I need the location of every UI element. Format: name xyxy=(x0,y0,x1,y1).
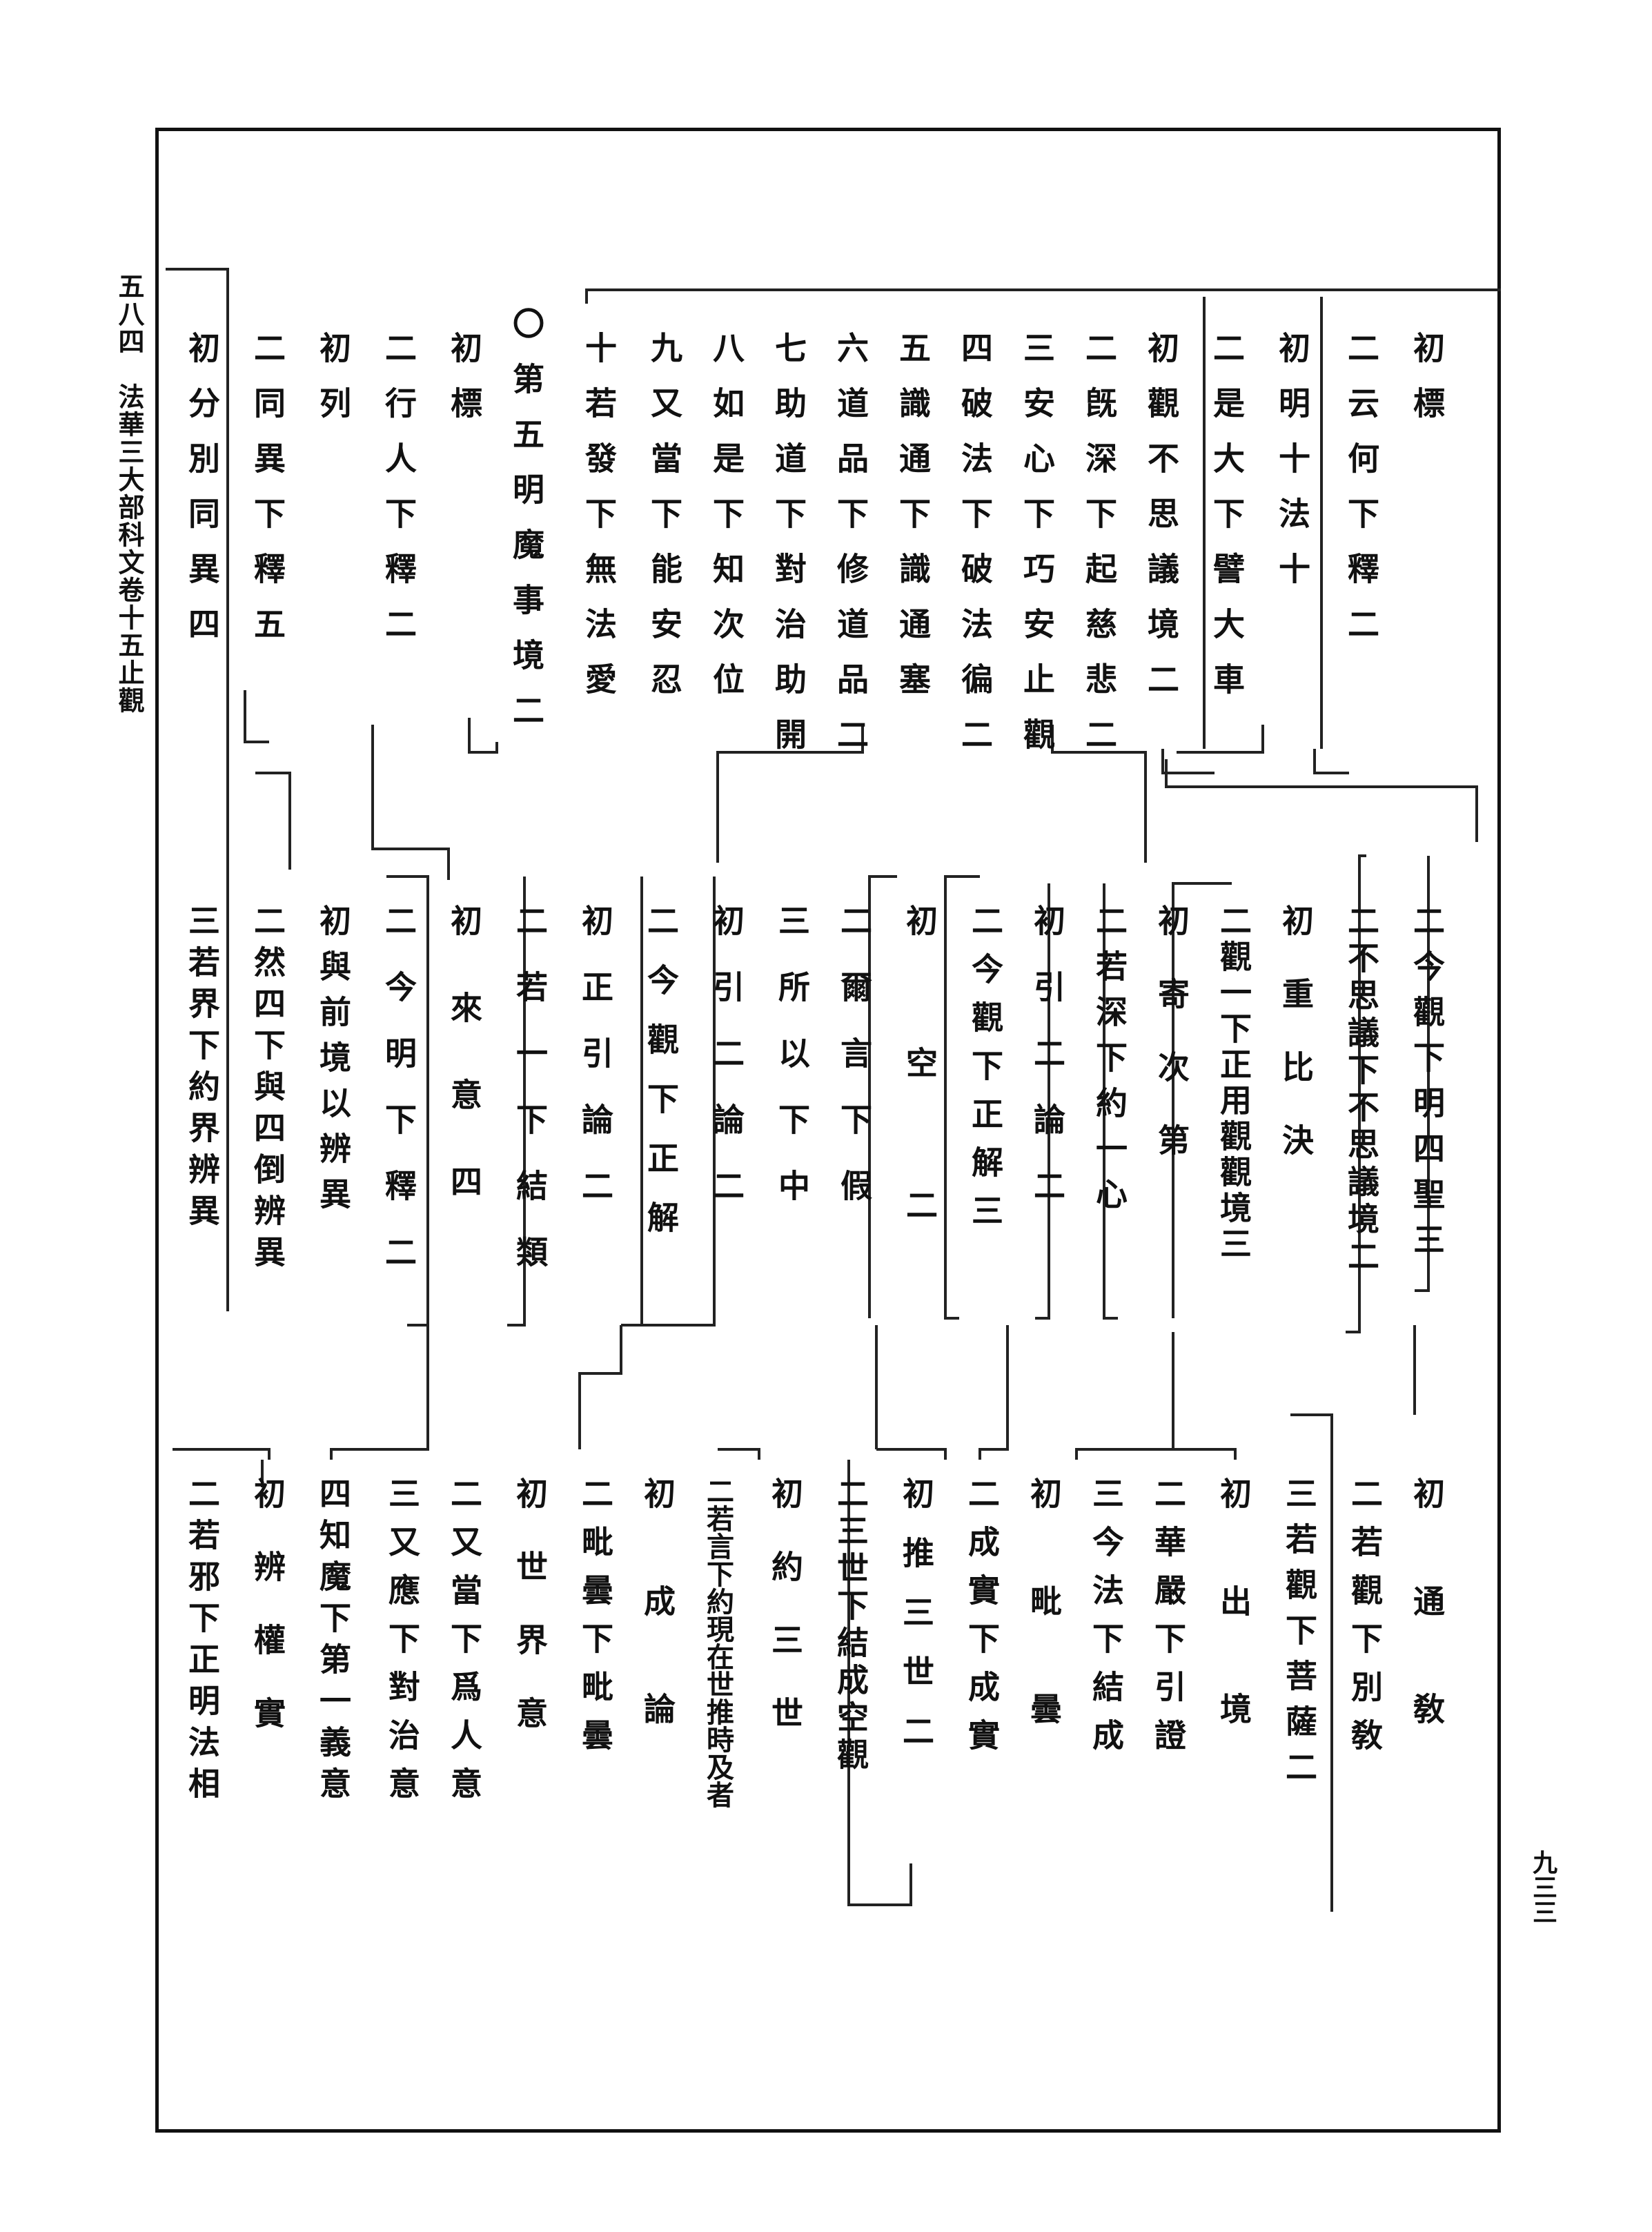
outline-entry: 初辨權實 xyxy=(249,1477,286,1770)
outline-entry: 初成論 xyxy=(639,1477,676,1800)
outline-entry: 二三世下結成空觀 xyxy=(832,1477,869,1775)
outline-entry: 〇第五明魔事境二 xyxy=(508,307,545,749)
page-frame xyxy=(155,128,1501,2133)
outline-entry: 二今觀下明四聖三 xyxy=(1408,904,1446,1269)
outline-entry: 二然四下與四倒辨異 xyxy=(249,904,286,1277)
margin-header: 五八四 法華三大部科文卷十五止觀 xyxy=(104,273,152,1087)
outline-entry: 六道品下修道品二 xyxy=(832,331,869,773)
outline-entry: 初通敎 xyxy=(1408,1477,1446,1800)
outline-entry: 初與前境以辨異 xyxy=(315,904,352,1223)
outline-entry: 二若邪下正明法相 xyxy=(184,1477,221,1808)
outline-entry: 二今明下釋二 xyxy=(380,904,417,1302)
outline-entry: 初推三世二 xyxy=(898,1477,935,1774)
outline-entry: 二又當下爲人意 xyxy=(446,1477,483,1815)
outline-entry: 二旣深下起慈悲二 xyxy=(1081,331,1118,773)
outline-entry: 五識通下識通塞 xyxy=(894,331,932,718)
outline-entry: 八如是下知次位 xyxy=(708,331,745,718)
outline-entry: 初引二論二 xyxy=(708,904,745,1235)
outline-entry: 二若一下結類 xyxy=(511,904,549,1302)
outline-entry: 初毗曇 xyxy=(1025,1477,1063,1800)
outline-entry: 三又應下對治意 xyxy=(384,1477,421,1815)
page-number: 九三三 xyxy=(1528,1850,1557,1924)
outline-entry: 二若深下約一心 xyxy=(1091,904,1128,1223)
outline-entry: 三若觀下菩薩二 xyxy=(1281,1477,1318,1796)
outline-entry: 初正引論二 xyxy=(577,904,614,1235)
outline-entry: 三若界下約界辨異 xyxy=(184,904,221,1235)
outline-entry: 二成實下成實 xyxy=(963,1477,1001,1767)
outline-entry: 二不思議下不思議境二 xyxy=(1343,904,1380,1277)
outline-entry: 初標 xyxy=(446,331,483,442)
outline-entry: 初標 xyxy=(1408,331,1446,442)
outline-entry: 二華嚴下引證 xyxy=(1150,1477,1187,1767)
outline-entry: 二觀一下正用觀觀境三 xyxy=(1215,904,1252,1263)
outline-entry: 二若觀下別敎 xyxy=(1346,1477,1384,1767)
outline-entry: 初引二論二 xyxy=(1029,904,1066,1235)
outline-entry: 初觀不思議境二 xyxy=(1143,331,1180,718)
outline-entry: 初出境 xyxy=(1215,1477,1252,1800)
margin-book-title: 法華三大部科文卷十五止觀 xyxy=(114,383,145,714)
outline-entry: 初列 xyxy=(315,331,352,442)
outline-entry: 二今觀下正解三 xyxy=(967,904,1004,1242)
outline-entry: 初約三世 xyxy=(767,1477,804,1770)
outline-entry: 二今觀下正解 xyxy=(642,904,680,1260)
outline-entry: 七助道下對治助開 xyxy=(770,331,807,773)
outline-entry: 初空二 xyxy=(901,904,938,1331)
outline-entry: 初世界意 xyxy=(511,1477,549,1770)
outline-entry: 二是大下譬大車 xyxy=(1208,331,1246,718)
outline-entry: 三所以下中 xyxy=(774,904,811,1235)
outline-entry: 四破法下破法徧二 xyxy=(956,331,994,773)
outline-entry: 二若言下約現在世推時及者 xyxy=(702,1477,734,1808)
margin-page-number: 五八四 xyxy=(114,273,145,355)
outline-entry: 二同異下釋五 xyxy=(249,331,286,663)
outline-entry: 二行人下釋二 xyxy=(380,331,417,663)
outline-entry: 四知魔下第一義意 xyxy=(315,1477,352,1808)
outline-entry: 初分別同異四 xyxy=(184,331,221,663)
outline-entry: 初明十法十 xyxy=(1274,331,1311,607)
outline-entry: 初來意四 xyxy=(446,904,483,1252)
outline-entry: 初寄次第 xyxy=(1153,904,1190,1197)
outline-entry: 初重比決 xyxy=(1277,904,1315,1197)
outline-entry: 二爾言下假 xyxy=(836,904,873,1235)
outline-entry: 二毗曇下毗曇 xyxy=(577,1477,614,1767)
outline-entry: 二云何下釋二 xyxy=(1343,331,1380,663)
outline-entry: 十若發下無法愛 xyxy=(580,331,618,718)
outline-entry: 三今法下結成 xyxy=(1088,1477,1125,1767)
outline-entry: 三安心下巧安止觀 xyxy=(1019,331,1056,773)
outline-entry: 九又當下能安忍 xyxy=(646,331,683,718)
